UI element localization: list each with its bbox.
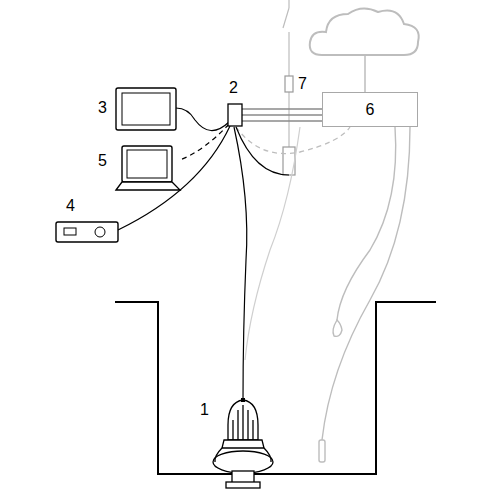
tester-cable xyxy=(118,126,230,230)
mains-wire xyxy=(288,0,289,8)
power-cable xyxy=(236,127,289,175)
callout-number: 3 xyxy=(98,100,107,116)
bus-line xyxy=(242,114,322,115)
callout-number: 2 xyxy=(229,80,238,96)
laptop-screen xyxy=(127,150,167,178)
cloud-link xyxy=(364,55,366,92)
pump-cable xyxy=(234,127,247,402)
tester-icon xyxy=(56,222,118,242)
float-cable xyxy=(337,127,396,320)
junction-box xyxy=(228,104,242,126)
control-box: 6 xyxy=(322,92,418,127)
callout-number: 6 xyxy=(366,102,375,118)
sensor-cable xyxy=(322,127,410,440)
cloud-icon xyxy=(310,8,419,55)
bus-line xyxy=(242,120,322,121)
fuse-symbol xyxy=(285,76,293,92)
callout-number: 4 xyxy=(66,198,75,214)
float-switch xyxy=(333,320,342,336)
laptop-base xyxy=(116,182,180,190)
dashed-link xyxy=(236,127,350,154)
callout-number: 7 xyxy=(298,76,307,92)
monitor-cable xyxy=(176,108,229,131)
cable-entry xyxy=(241,398,245,402)
tester-knob xyxy=(95,227,105,237)
laptop-icon xyxy=(122,146,172,182)
level-sensor xyxy=(319,440,325,462)
gray-cable xyxy=(245,127,300,360)
tester-display xyxy=(64,228,76,235)
callout-number: 1 xyxy=(200,402,209,418)
pump-pit xyxy=(115,302,436,474)
callout-number: 5 xyxy=(98,153,107,169)
bus-line xyxy=(242,108,322,109)
mains-switch xyxy=(283,8,289,28)
monitor-icon xyxy=(116,88,176,130)
monitor-screen xyxy=(122,93,170,125)
pump-illustration xyxy=(213,400,273,488)
